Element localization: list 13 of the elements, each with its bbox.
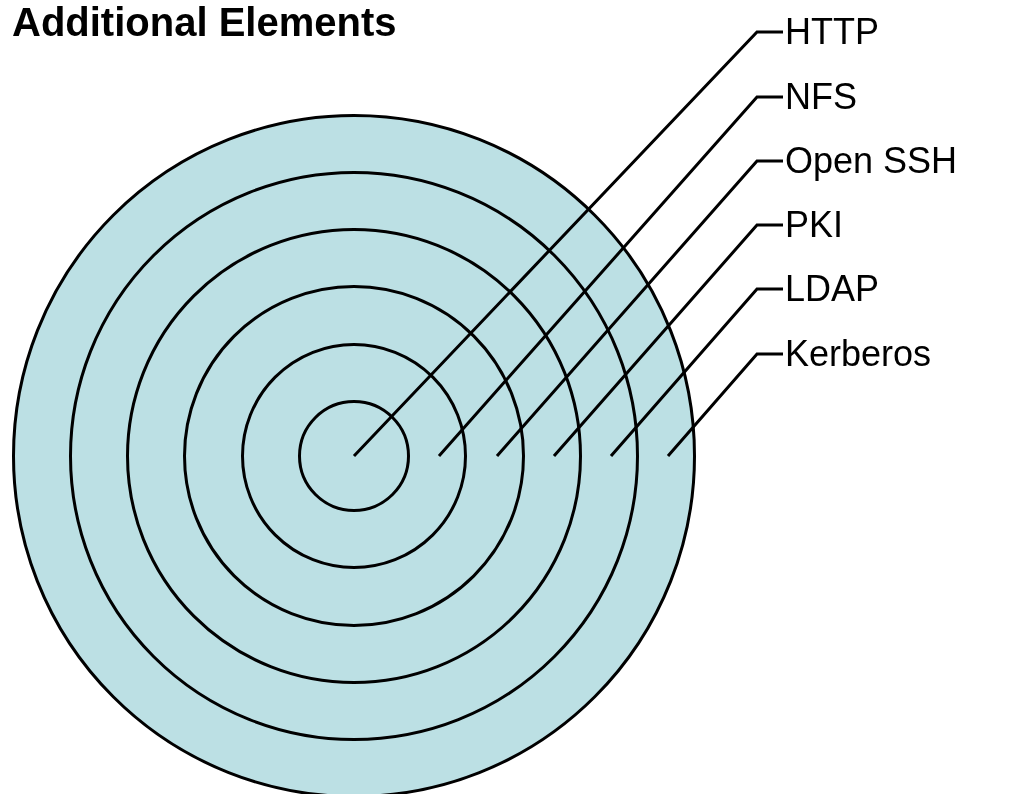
leader-line xyxy=(495,159,783,457)
leader-line xyxy=(666,352,783,457)
leader-line xyxy=(352,30,783,458)
layer-label: Kerberos xyxy=(785,334,932,374)
leader-line xyxy=(437,95,783,457)
leader-line xyxy=(552,223,783,457)
layer-label: NFS xyxy=(785,77,857,117)
layer-label: Open SSH xyxy=(785,141,958,181)
layer-label: LDAP xyxy=(785,269,880,309)
leader-line xyxy=(609,287,783,457)
layer-label: PKI xyxy=(785,205,844,245)
title: Additional Elements xyxy=(12,0,397,44)
layer-label: HTTP xyxy=(785,12,879,52)
